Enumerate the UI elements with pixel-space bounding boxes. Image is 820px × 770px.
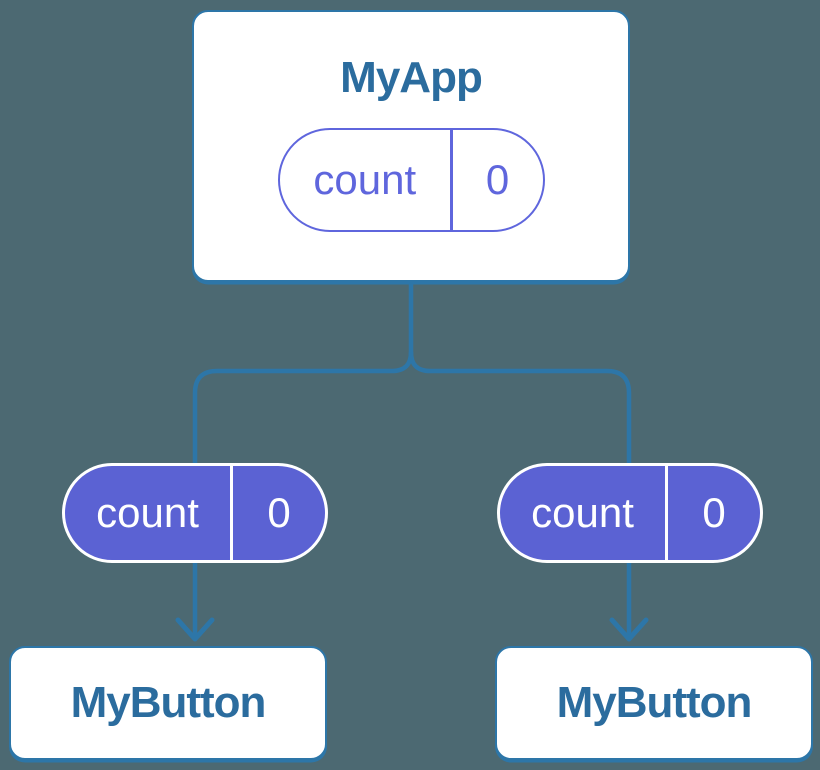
tree-branch-left: [192, 281, 414, 463]
root-component-title: MyApp: [340, 53, 483, 102]
child-component-node-left: MyButton: [9, 646, 327, 760]
child-component-node-right: MyButton: [495, 646, 813, 760]
prop-pill-value: 0: [702, 489, 726, 536]
prop-pill-name: count: [531, 489, 634, 536]
child-component-title: MyButton: [70, 678, 267, 727]
prop-pill-divider: [665, 466, 668, 560]
arrow-head-left-icon: [175, 617, 215, 642]
child-component-title: MyButton: [556, 678, 753, 727]
prop-pill-name: count: [96, 489, 199, 536]
state-pill-name: count: [313, 156, 417, 203]
root-component-node: MyApp count 0: [192, 10, 630, 282]
prop-pill-divider: [230, 466, 233, 560]
arrow-head-right-icon: [609, 617, 649, 642]
prop-pill-right: count 0: [497, 463, 763, 563]
prop-pill-left: count 0: [62, 463, 328, 563]
prop-pill-value: 0: [267, 489, 291, 536]
tree-branch-right: [408, 351, 632, 463]
state-pill-value: 0: [485, 156, 510, 203]
state-pill-divider: [450, 130, 453, 230]
state-pill: count 0: [277, 128, 545, 232]
